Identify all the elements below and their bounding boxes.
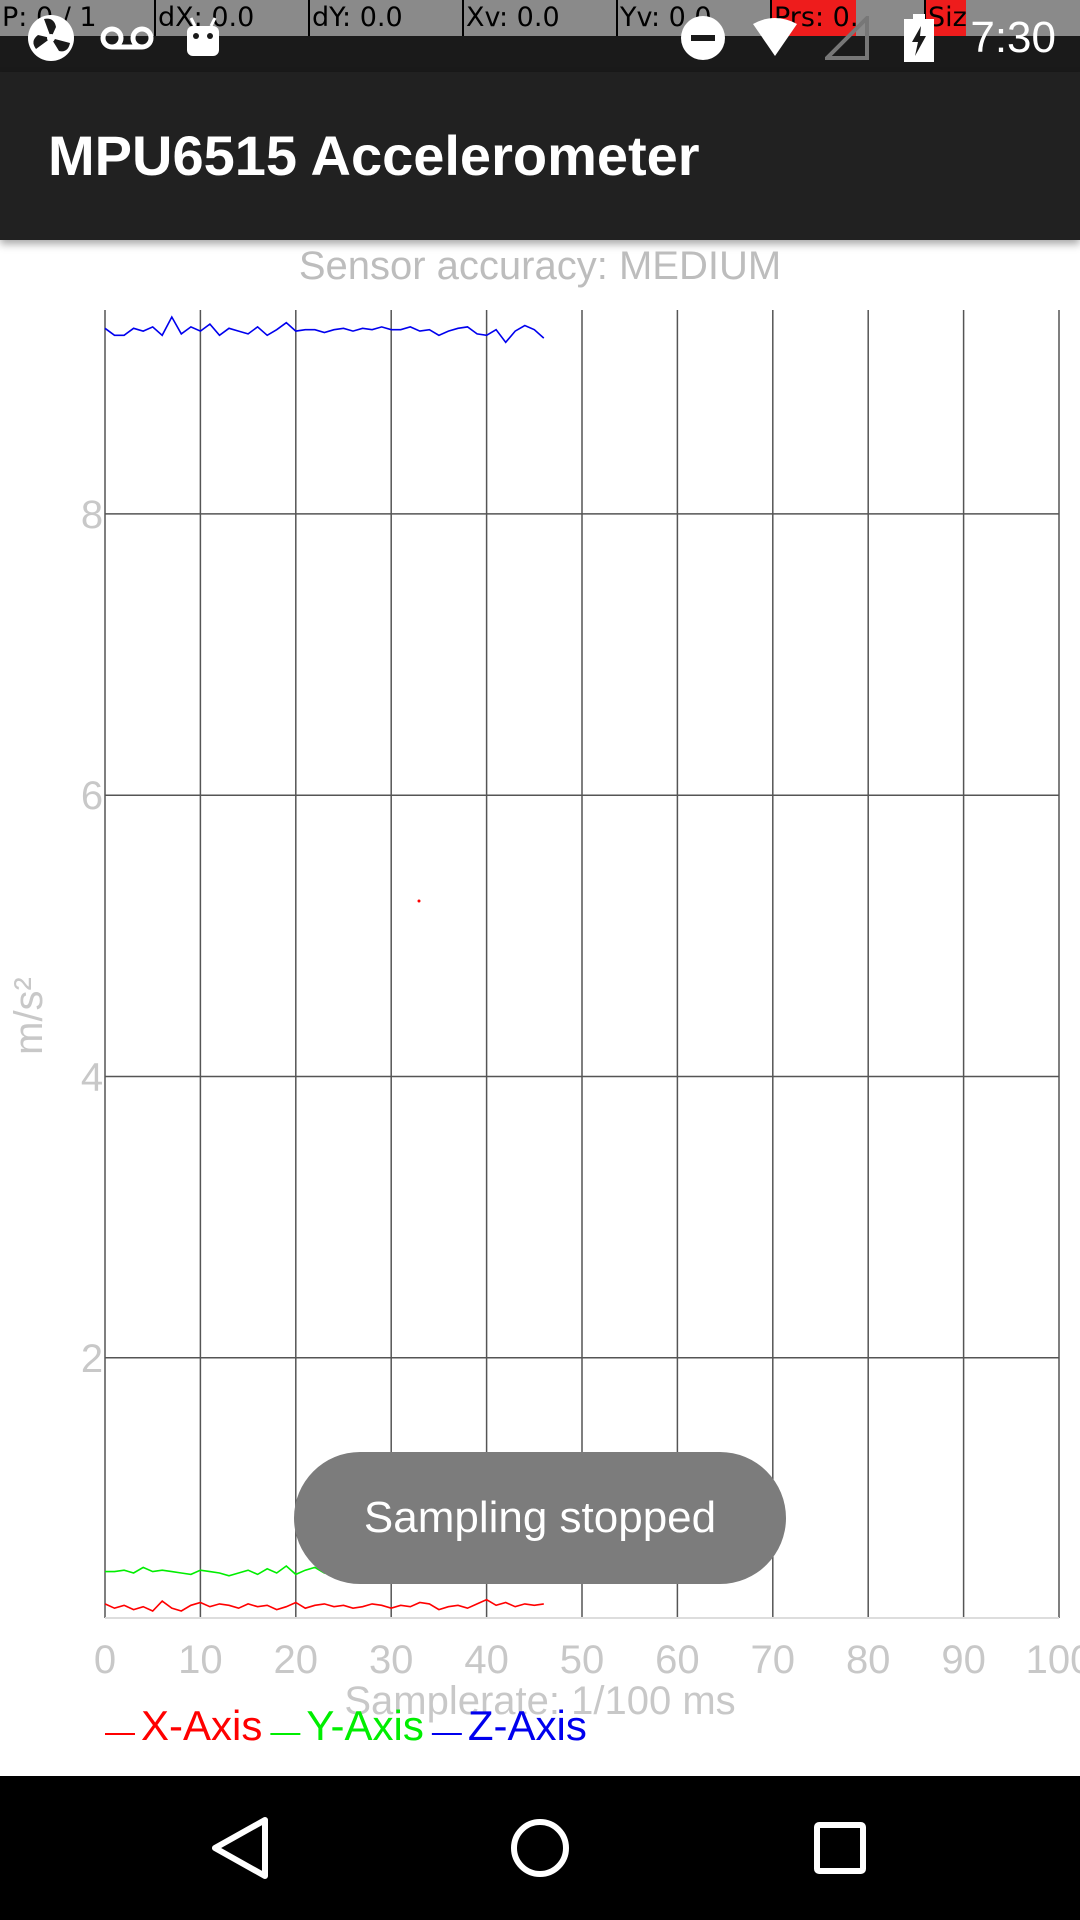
x-tick-label: 90 <box>941 1638 986 1682</box>
x-tick-label: 0 <box>94 1638 116 1682</box>
status-clock: 7:30 <box>970 13 1056 62</box>
home-icon <box>511 1819 569 1877</box>
legend-entry: Y-Axis <box>306 1702 424 1749</box>
x-tick-label: 100 <box>1026 1638 1080 1682</box>
series-line-x-axis <box>104 1598 544 1612</box>
app-bar: MPU6515 Accelerometer <box>0 72 1080 240</box>
x-tick-label: 60 <box>655 1638 700 1682</box>
y-axis-label: m/s² <box>7 977 51 1055</box>
x-tick-label: 20 <box>274 1638 319 1682</box>
wifi-icon <box>748 11 802 65</box>
android-icon <box>176 11 230 65</box>
back-icon <box>212 1817 268 1879</box>
x-tick-label: 50 <box>560 1638 605 1682</box>
y-tick-label: 4 <box>81 1056 103 1100</box>
sampling-stopped-toast: Sampling stopped <box>294 1452 786 1584</box>
legend-entry: Z-Axis <box>468 1702 587 1749</box>
y-tick-label: 8 <box>81 493 103 537</box>
battery-icon <box>892 11 946 65</box>
home-button[interactable] <box>480 1794 600 1902</box>
x-axis-label: Samplerate: 1/100 ms <box>344 1679 735 1723</box>
status-icons-right: 7:30 <box>676 10 1056 66</box>
x-tick-label: 10 <box>178 1638 223 1682</box>
navigation-bar <box>0 1776 1080 1920</box>
series-line-z-axis <box>104 315 545 344</box>
recents-button[interactable] <box>780 1794 900 1902</box>
x-tick-label: 80 <box>846 1638 891 1682</box>
legend-entry: X-Axis <box>141 1702 262 1749</box>
x-tick-label: 70 <box>751 1638 796 1682</box>
app-title: MPU6515 Accelerometer <box>48 124 700 187</box>
signal-icon <box>820 11 874 65</box>
pointer-debug-bar: P: 0 / 1 dX: 0.0 dY: 0.0 Xv: 0.0 Yv: 0.0… <box>0 0 1080 36</box>
recents-icon <box>814 1822 866 1874</box>
voicemail-icon <box>100 11 154 65</box>
sensor-accuracy-label: Sensor accuracy: MEDIUM <box>298 244 782 288</box>
debug-dy: dY: 0.0 <box>308 0 462 36</box>
fan-icon <box>24 11 78 65</box>
x-tick-label: 30 <box>369 1638 414 1682</box>
debug-xv: Xv: 0.0 <box>462 0 616 36</box>
y-tick-label: 2 <box>81 1337 103 1381</box>
status-icons-left <box>24 10 230 66</box>
series-point-stray <box>417 899 421 903</box>
toast-message: Sampling stopped <box>363 1493 717 1542</box>
do-not-disturb-icon <box>676 11 730 65</box>
back-button[interactable] <box>180 1794 300 1902</box>
x-tick-label: 40 <box>464 1638 509 1682</box>
y-tick-label: 6 <box>81 774 103 818</box>
